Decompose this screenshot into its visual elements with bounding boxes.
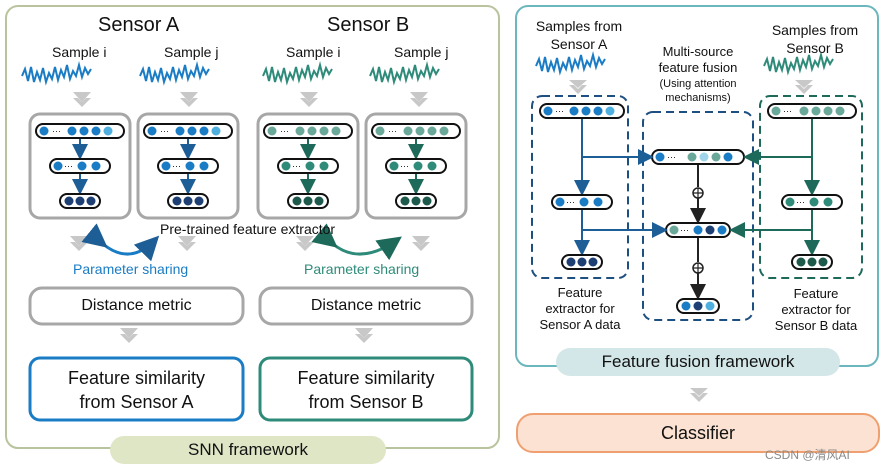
sample-b-j-label: Sample j bbox=[394, 44, 449, 60]
similarity-a-line1: Feature similarity bbox=[67, 368, 206, 388]
sample-a-j-label: Sample j bbox=[164, 44, 219, 60]
chevrons-snn bbox=[70, 92, 430, 343]
similarity-a-box bbox=[28, 356, 245, 422]
extractor-a-line1: Feature bbox=[557, 285, 603, 300]
sensor-b-title: Sensor B bbox=[327, 14, 410, 36]
svg-text:···: ··· bbox=[667, 152, 676, 162]
similarity-b-line1: Feature similarity bbox=[297, 368, 435, 388]
extractor-b-line1: Feature bbox=[793, 286, 839, 301]
network-a-i: ··· ··· bbox=[35, 123, 125, 209]
fusion-label-pill bbox=[556, 348, 840, 376]
similarity-b-line2: from Sensor B bbox=[308, 392, 424, 412]
fusion-network-b: ··· ··· bbox=[767, 103, 857, 270]
samples-a-line1: Samples from bbox=[535, 18, 623, 34]
network-a-j: ··· ··· bbox=[143, 123, 233, 209]
svg-text:···: ··· bbox=[292, 161, 301, 171]
extractor-b-region bbox=[759, 95, 863, 279]
fusion-network-a: ··· ··· bbox=[539, 103, 625, 270]
classifier-label: Classifier bbox=[660, 422, 735, 443]
fusion-waveform-b bbox=[763, 51, 834, 76]
svg-text:···: ··· bbox=[280, 126, 289, 136]
extractor-b-line2: extractor for bbox=[781, 302, 851, 317]
sensor-a-title: Sensor A bbox=[98, 14, 180, 36]
distance-metric-a-label: Distance metric bbox=[81, 297, 192, 314]
snn-label-pill bbox=[110, 436, 386, 464]
msf-line2: feature fusion bbox=[658, 60, 738, 75]
distance-metric-a bbox=[28, 286, 245, 326]
distance-metric-b bbox=[258, 286, 474, 326]
fusion-waveform-a bbox=[535, 51, 606, 76]
distance-metric-b-label: Distance metric bbox=[310, 297, 422, 314]
extractor-a-region bbox=[531, 95, 629, 279]
waveform-a-i bbox=[21, 61, 92, 86]
svg-text:···: ··· bbox=[796, 197, 805, 207]
samples-a-line2: Sensor A bbox=[550, 36, 608, 52]
watermark: CSDN @清风AI bbox=[765, 448, 850, 462]
svg-text:···: ··· bbox=[64, 161, 73, 171]
param-sharing-a-label: Parameter sharing bbox=[73, 261, 189, 277]
network-b-i: ··· ··· bbox=[263, 123, 353, 209]
param-sharing-arrow-a bbox=[81, 223, 160, 262]
svg-text:···: ··· bbox=[172, 161, 181, 171]
svg-text:···: ··· bbox=[400, 161, 409, 171]
classifier-box bbox=[516, 413, 880, 453]
svg-text:···: ··· bbox=[388, 126, 397, 136]
sample-a-i-label: Sample i bbox=[52, 44, 107, 60]
fusion-region bbox=[642, 111, 754, 321]
extractor-a-line2: extractor for bbox=[545, 301, 615, 316]
fusion-framework-label: Feature fusion framework bbox=[601, 352, 795, 371]
samples-b-line1: Samples from bbox=[771, 22, 859, 38]
svg-text:···: ··· bbox=[555, 106, 564, 116]
chevrons-fusion bbox=[569, 80, 813, 402]
waveform-b-j bbox=[369, 61, 440, 86]
svg-text:···: ··· bbox=[783, 106, 792, 116]
param-sharing-b-label: Parameter sharing bbox=[304, 261, 420, 277]
svg-text:···: ··· bbox=[566, 197, 575, 207]
samples-b-line2: Sensor B bbox=[786, 40, 844, 56]
msf-line4: mechanisms) bbox=[665, 92, 731, 104]
svg-text:···: ··· bbox=[160, 126, 169, 136]
similarity-a-line2: from Sensor A bbox=[79, 392, 194, 412]
pretrained-label: Pre-trained feature extractor bbox=[160, 221, 336, 237]
similarity-b-box bbox=[258, 356, 474, 422]
network-b-j: ··· ··· bbox=[371, 123, 461, 209]
waveform-a-j bbox=[139, 61, 210, 86]
svg-text:···: ··· bbox=[680, 225, 689, 235]
param-sharing-arrow-b bbox=[311, 223, 402, 261]
waveform-b-i bbox=[262, 61, 333, 86]
extractor-b-line3: Sensor B data bbox=[774, 318, 858, 333]
extractor-a-line3: Sensor A data bbox=[539, 317, 621, 332]
svg-text:···: ··· bbox=[52, 126, 61, 136]
snn-framework-label: SNN framework bbox=[188, 440, 308, 459]
sample-b-i-label: Sample i bbox=[286, 44, 341, 60]
msf-line1: Multi-source bbox=[662, 44, 734, 59]
msf-line3: (Using attention bbox=[659, 78, 737, 90]
